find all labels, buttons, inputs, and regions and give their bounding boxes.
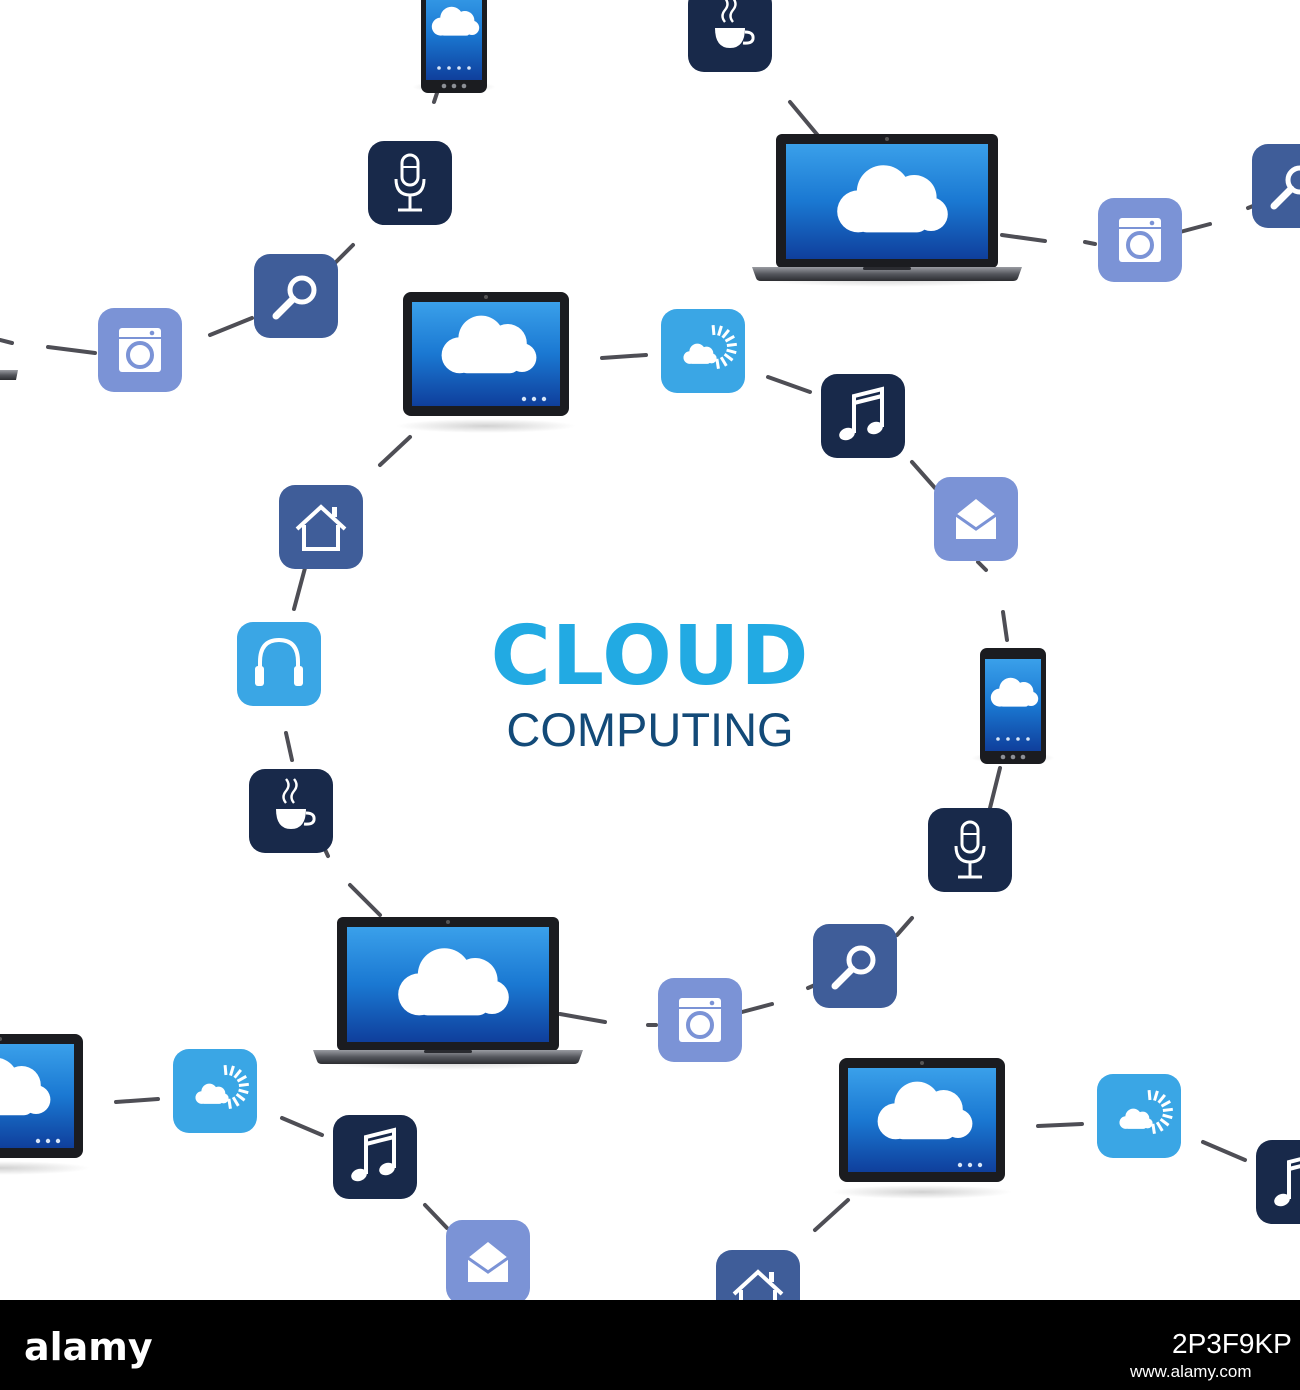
magnifier-icon: [1252, 144, 1300, 228]
stock-url: www.alamy.com: [1130, 1362, 1252, 1381]
connection-line: [976, 560, 988, 572]
watermark-footer: alamy 2P3F9KP www.alamy.com: [0, 1300, 1300, 1390]
washing-machine-icon: [658, 978, 742, 1062]
weather-icon: [1097, 1074, 1181, 1158]
cloud-icon: [398, 948, 509, 1016]
cloud-icon: [441, 315, 537, 374]
alamy-logo: alamy: [24, 1325, 153, 1369]
connection-line: [0, 338, 14, 345]
headphones-icon: [237, 622, 321, 706]
connection-line: [1083, 240, 1097, 246]
music-note-icon: [333, 1115, 417, 1199]
cloud-icon: [431, 6, 480, 36]
image-id: 2P3F9KP: [1172, 1328, 1292, 1359]
connection-line: [988, 766, 1002, 810]
device-nodes: [0, 0, 1300, 1300]
connection-line: [895, 916, 914, 937]
cloud-icon: [990, 677, 1039, 707]
connection-line: [740, 1002, 774, 1014]
title-computing: COMPUTING: [506, 703, 794, 756]
coffee-cup-icon: [688, 0, 772, 72]
smartphone-icon: [412, 0, 496, 93]
connection-line: [1000, 233, 1047, 243]
connection-line: [284, 731, 294, 762]
connection-line: [423, 1203, 449, 1230]
cloud-computing-illustration: CLOUD COMPUTING: [0, 0, 1300, 1300]
connection-line: [378, 435, 412, 467]
connection-line: [1201, 1140, 1247, 1162]
smartphone-icon: [971, 648, 1055, 764]
music-note-icon: [821, 374, 905, 458]
connection-line: [292, 566, 307, 611]
tablet-icon: [0, 1034, 90, 1175]
tablet-icon: [832, 1058, 1012, 1199]
connection-line: [600, 353, 648, 360]
connection-line: [46, 345, 97, 355]
connection-line: [1178, 222, 1212, 234]
microphone-icon: [928, 808, 1012, 892]
cloud-icon: [877, 1081, 973, 1140]
title-block: CLOUD COMPUTING: [440, 612, 860, 756]
email-icon: [446, 1220, 530, 1300]
home-icon: [279, 485, 363, 569]
device-network: [0, 0, 1300, 1300]
home-icon: [716, 1250, 800, 1300]
laptop-icon: [752, 134, 1022, 287]
connection-line: [114, 1097, 160, 1104]
cloud-icon: [0, 1058, 51, 1116]
connection-line: [766, 375, 812, 394]
email-icon: [934, 477, 1018, 561]
connection-line: [1036, 1122, 1084, 1128]
title-cloud: CLOUD: [490, 609, 810, 704]
connection-line: [348, 883, 382, 917]
connection-line: [1001, 610, 1009, 642]
music-note-icon: [1256, 1140, 1300, 1224]
connection-line: [280, 1116, 324, 1137]
coffee-cup-icon: [249, 769, 333, 853]
washing-machine-icon: [1098, 198, 1182, 282]
laptop-icon: [0, 370, 18, 380]
cloud-icon: [837, 165, 948, 233]
svg-text:alamy: alamy: [24, 1325, 153, 1369]
tablet-icon: [396, 292, 576, 433]
connection-line: [208, 316, 254, 337]
connection-line: [910, 460, 937, 490]
connection-line: [558, 1012, 607, 1024]
magnifier-icon: [813, 924, 897, 1008]
weather-icon: [661, 309, 745, 393]
connection-line: [813, 1198, 850, 1232]
magnifier-icon: [254, 254, 338, 338]
connection-line: [788, 100, 822, 140]
washing-machine-icon: [98, 308, 182, 392]
microphone-icon: [368, 141, 452, 225]
weather-icon: [173, 1049, 257, 1133]
laptop-icon: [313, 917, 583, 1070]
